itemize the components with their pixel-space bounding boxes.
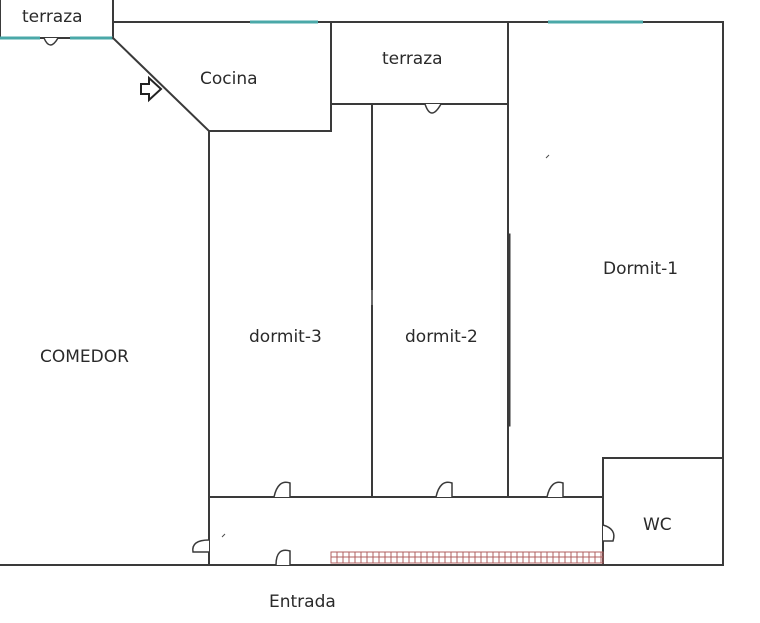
counter-hatch	[330, 551, 604, 564]
door-dormit-1	[546, 481, 564, 498]
room-label-entrada: Entrada	[269, 592, 336, 612]
room-label-dormit-3: dormit-3	[249, 327, 322, 347]
door-dormit-3	[273, 481, 291, 498]
door-wc	[602, 524, 615, 542]
arrow-right-outline-icon	[140, 75, 163, 103]
room-label-terraza-left: terraza	[22, 7, 83, 27]
room-label-wc: WC	[643, 515, 672, 535]
room-label-cocina: Cocina	[200, 69, 258, 89]
windows	[0, 20, 643, 40]
door-comedor	[192, 539, 210, 553]
kitchen-walls	[111, 21, 332, 133]
room-label-terraza-middle: terraza	[382, 49, 443, 69]
room-label-dormit-2: dormit-2	[405, 327, 478, 347]
room-label-comedor: COMEDOR	[40, 347, 129, 367]
door-terraza-left	[43, 37, 59, 46]
wc-walls	[602, 457, 724, 566]
door-entrada	[275, 549, 291, 566]
door-terraza-middle	[424, 103, 442, 114]
stray-marks	[221, 154, 550, 538]
doors	[43, 37, 615, 566]
room-label-dormit-1: Dormit-1	[603, 259, 678, 279]
middle-terraza-walls	[330, 21, 509, 498]
door-dormit-2	[435, 481, 453, 498]
outer-walls	[0, 0, 724, 566]
